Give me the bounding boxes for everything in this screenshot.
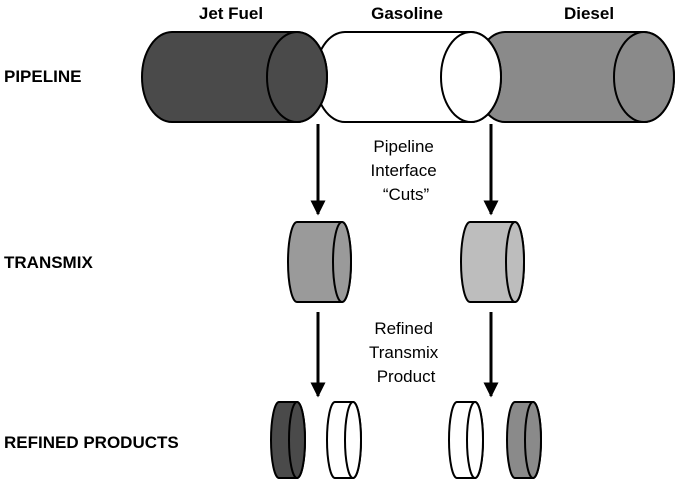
pipeline-diesel-end (613, 31, 675, 123)
label-pipeline: PIPELINE (4, 67, 81, 86)
pipeline-gasoline-cylinder (314, 31, 502, 123)
note-refined-transmix-line-2: Transmix (369, 343, 439, 362)
transmix-right-end (505, 221, 525, 303)
refined-gasoline-left-cylinder (326, 401, 362, 479)
label-transmix: TRANSMIX (4, 253, 93, 272)
header-gasoline: Gasoline (371, 4, 443, 23)
note-interface-cuts-line-3: “Cuts” (383, 185, 430, 204)
note-refined-transmix: Refined Transmix Product (369, 319, 443, 386)
pipeline-jet-fuel-end (266, 31, 328, 123)
note-interface-cuts: Pipeline Interface “Cuts” (371, 137, 442, 204)
pipeline-diesel-cylinder (474, 31, 675, 123)
refined-gasoline-right-cylinder (448, 401, 484, 479)
pipeline-gasoline-end (440, 31, 502, 123)
transmix-left-cylinder (287, 221, 352, 303)
transmix-left-end (332, 221, 352, 303)
refined-diesel-cylinder (506, 401, 542, 479)
note-refined-transmix-line-3: Product (377, 367, 436, 386)
header-diesel: Diesel (564, 4, 614, 23)
note-refined-transmix-line-1: Refined (374, 319, 433, 338)
refined-jet-fuel-cylinder (270, 401, 306, 479)
label-refined-products: REFINED PRODUCTS (4, 433, 179, 452)
header-jet-fuel: Jet Fuel (199, 4, 263, 23)
transmix-right-cylinder (460, 221, 525, 303)
note-interface-cuts-line-1: Pipeline (373, 137, 434, 156)
note-interface-cuts-line-2: Interface (371, 161, 437, 180)
pipeline-jet-fuel-cylinder (141, 31, 328, 123)
